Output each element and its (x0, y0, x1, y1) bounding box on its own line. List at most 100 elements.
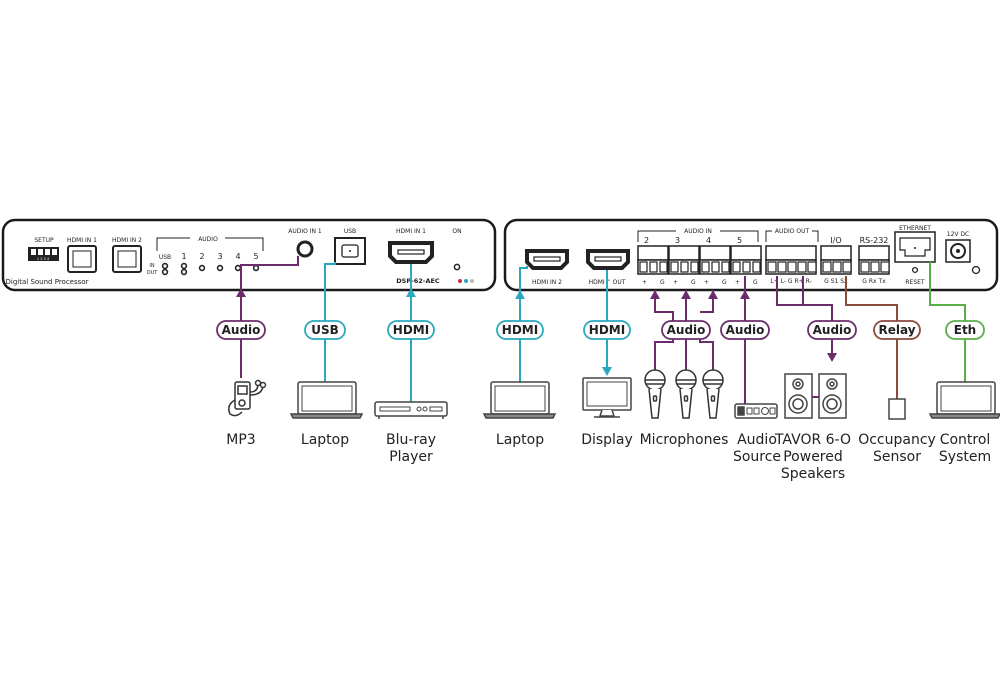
sensor-icon (888, 398, 906, 420)
arrow-up-icon (650, 290, 660, 299)
pin-plus: + (642, 279, 647, 286)
device-label-microphones: Microphones (640, 432, 729, 448)
svg-text:Audio: Audio (813, 323, 852, 337)
device-label-audio-source: Audio (737, 432, 777, 448)
device-label-display: Display (581, 432, 633, 448)
mp3-player-icon (228, 379, 267, 417)
audio-leds (161, 262, 260, 276)
svg-text:2: 2 (199, 252, 204, 261)
out-label: OUT (147, 270, 159, 276)
microphones-group (644, 369, 724, 419)
brand-dot-red (458, 279, 462, 283)
bluray-player-icon (374, 401, 448, 419)
io-label: I/O (830, 236, 841, 245)
power-label: 12V DC (947, 231, 969, 238)
audio-in-channel-label: 2 (644, 236, 649, 245)
laptop-icon (289, 381, 364, 419)
signal-pill-audio: Audio (720, 320, 770, 340)
signal-pill-relay: Relay (873, 320, 921, 340)
usb-port[interactable] (334, 237, 366, 265)
svg-text:1: 1 (181, 252, 186, 261)
pin-ground: G (722, 279, 727, 286)
rs232-terminal[interactable] (858, 245, 890, 275)
audio-in-terminal[interactable] (699, 245, 731, 275)
dip-switch[interactable] (28, 247, 59, 261)
io-pins: G S1 S2 (824, 278, 848, 285)
audio-in-label: AUDIO IN (684, 228, 712, 235)
svg-text:HDMI: HDMI (502, 323, 538, 337)
pin-plus: + (735, 279, 740, 286)
rs232-label: RS-232 (860, 236, 889, 245)
audio-out-pins: L+ L- G R+ R- (770, 278, 811, 285)
audio-group-label: AUDIO (198, 236, 218, 243)
arrow-up-icon (515, 290, 525, 299)
svg-text:Eth: Eth (954, 323, 976, 337)
model-name: DSP-62-AEC (396, 277, 440, 285)
svg-text:USB: USB (159, 254, 171, 261)
audio-in-channel-label: 5 (737, 236, 742, 245)
device-label-laptop-usb: Laptop (301, 432, 349, 448)
pin-ground: G (691, 279, 696, 286)
signal-pill-audio: Audio (216, 320, 266, 340)
svg-text:Audio: Audio (726, 323, 765, 337)
device-label-mp3: MP3 (226, 432, 255, 448)
eth-cable (929, 262, 966, 382)
reset-label: RESET (905, 279, 925, 286)
front-panel: SETUP 1 2 3 4 Digital Sound Processor HD… (1, 218, 497, 292)
microphone-icon (644, 369, 666, 419)
signal-pill-eth: Eth (945, 320, 985, 340)
pin-ground: G (753, 279, 758, 286)
in-label: IN (149, 263, 154, 269)
device-label-audio-source: Source (733, 449, 781, 465)
pin-plus: + (673, 279, 678, 286)
audio-in-terminal[interactable] (668, 245, 700, 275)
audio-out-label: AUDIO OUT (775, 228, 810, 235)
speaker-icon (784, 373, 847, 419)
signal-pill-hdmi: HDMI (583, 320, 631, 340)
device-label-control: Control (940, 432, 991, 448)
device-label-bluray: Player (389, 449, 433, 465)
dip-numbers: 1 2 3 4 (37, 257, 50, 261)
audio-in-terminal[interactable] (730, 245, 762, 275)
audio-in1-jack[interactable] (296, 240, 314, 258)
audio-in-terminal[interactable] (637, 245, 669, 275)
device-label-bluray: Blu-ray (386, 432, 436, 448)
io-terminal[interactable] (820, 245, 852, 275)
product-name: Digital Sound Processor (6, 278, 89, 286)
device-label-occupancy: Sensor (873, 449, 921, 465)
laptop-icon (928, 381, 1000, 419)
audio-in-bracket (637, 230, 759, 242)
arrow-up-icon (708, 290, 718, 299)
device-label-speakers: Powered (783, 449, 843, 465)
audio-in1-label: AUDIO IN 1 (288, 228, 322, 235)
device-label-control: System (939, 449, 991, 465)
relay-cable (845, 276, 898, 399)
hdmi-in2-button-label: HDMI IN 2 (112, 237, 142, 244)
signal-pill-audio: Audio (807, 320, 857, 340)
audio-in-channel-label: 4 (706, 236, 711, 245)
power-led (453, 263, 461, 271)
microphone-icon (702, 369, 724, 419)
brand-dot-gray (470, 279, 474, 283)
hdmi-in1-port-label: HDMI IN 1 (396, 228, 426, 235)
pin-ground: G (660, 279, 665, 286)
arrow-up-icon (681, 290, 691, 299)
signal-pill-hdmi: HDMI (496, 320, 544, 340)
display-icon (582, 377, 632, 418)
reset-button[interactable] (911, 266, 919, 274)
svg-text:4: 4 (235, 252, 240, 261)
brand-dot-blue (464, 279, 468, 283)
svg-text:5: 5 (253, 252, 258, 261)
arrow-down-icon (602, 367, 612, 376)
arrow-up-icon (740, 290, 750, 299)
audio-out-terminal[interactable] (765, 245, 817, 275)
device-label-laptop-hdmi: Laptop (496, 432, 544, 448)
svg-text:Audio: Audio (222, 323, 261, 337)
svg-text:USB: USB (311, 323, 339, 337)
audio-group-bracket (156, 237, 264, 251)
audio-in-terminals: 2+G3+G4+G5+G (637, 236, 762, 286)
microphone-icon (675, 369, 697, 419)
